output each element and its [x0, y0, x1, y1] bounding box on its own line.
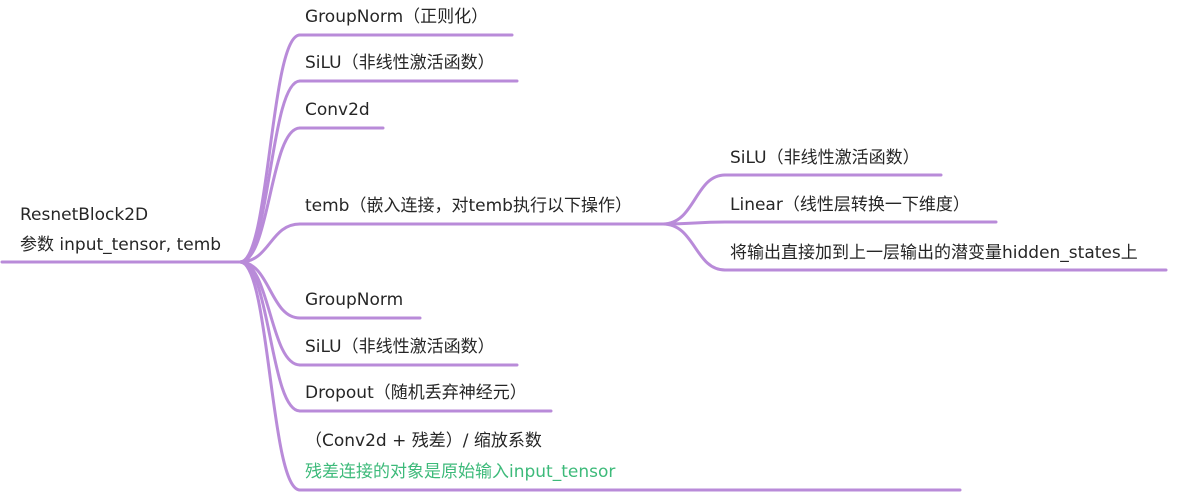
node-dropout[interactable]: Dropout（随机丢弃神经元） [305, 383, 527, 403]
node-temb[interactable]: temb（嵌入连接，对temb执行以下操作） [305, 196, 632, 216]
node-residual-note: 残差连接的对象是原始输入input_tensor [305, 462, 616, 482]
branch-dropout [238, 260, 302, 413]
branch-temb-add [661, 222, 727, 272]
branch-conv2d-residual [238, 260, 302, 492]
node-temb-linear[interactable]: Linear（线性层转换一下维度） [730, 195, 970, 215]
branch-groupnorm-1 [238, 33, 302, 264]
branch-silu-1 [238, 79, 302, 264]
root-params[interactable]: 参数 input_tensor, temb [20, 235, 222, 255]
root-title[interactable]: ResnetBlock2D [20, 205, 149, 225]
node-temb-add-hidden-states[interactable]: 将输出直接加到上一层输出的潜变量hidden_states上 [730, 243, 1138, 263]
branch-temb [238, 222, 302, 264]
node-silu-2[interactable]: SiLU（非线性激活函数） [305, 337, 495, 357]
branch-silu-2 [238, 260, 302, 367]
node-groupnorm[interactable]: GroupNorm [305, 290, 404, 310]
branch-conv2d [238, 126, 302, 264]
node-conv2d[interactable]: Conv2d [305, 100, 370, 120]
branch-temb-silu [661, 173, 727, 226]
node-temb-silu[interactable]: SiLU（非线性激活函数） [730, 148, 920, 168]
node-groupnorm-regularize[interactable]: GroupNorm（正则化） [305, 7, 489, 27]
node-silu-1[interactable]: SiLU（非线性激活函数） [305, 53, 495, 73]
node-conv2d-residual[interactable]: （Conv2d + 残差）/ 缩放系数 [305, 431, 542, 451]
